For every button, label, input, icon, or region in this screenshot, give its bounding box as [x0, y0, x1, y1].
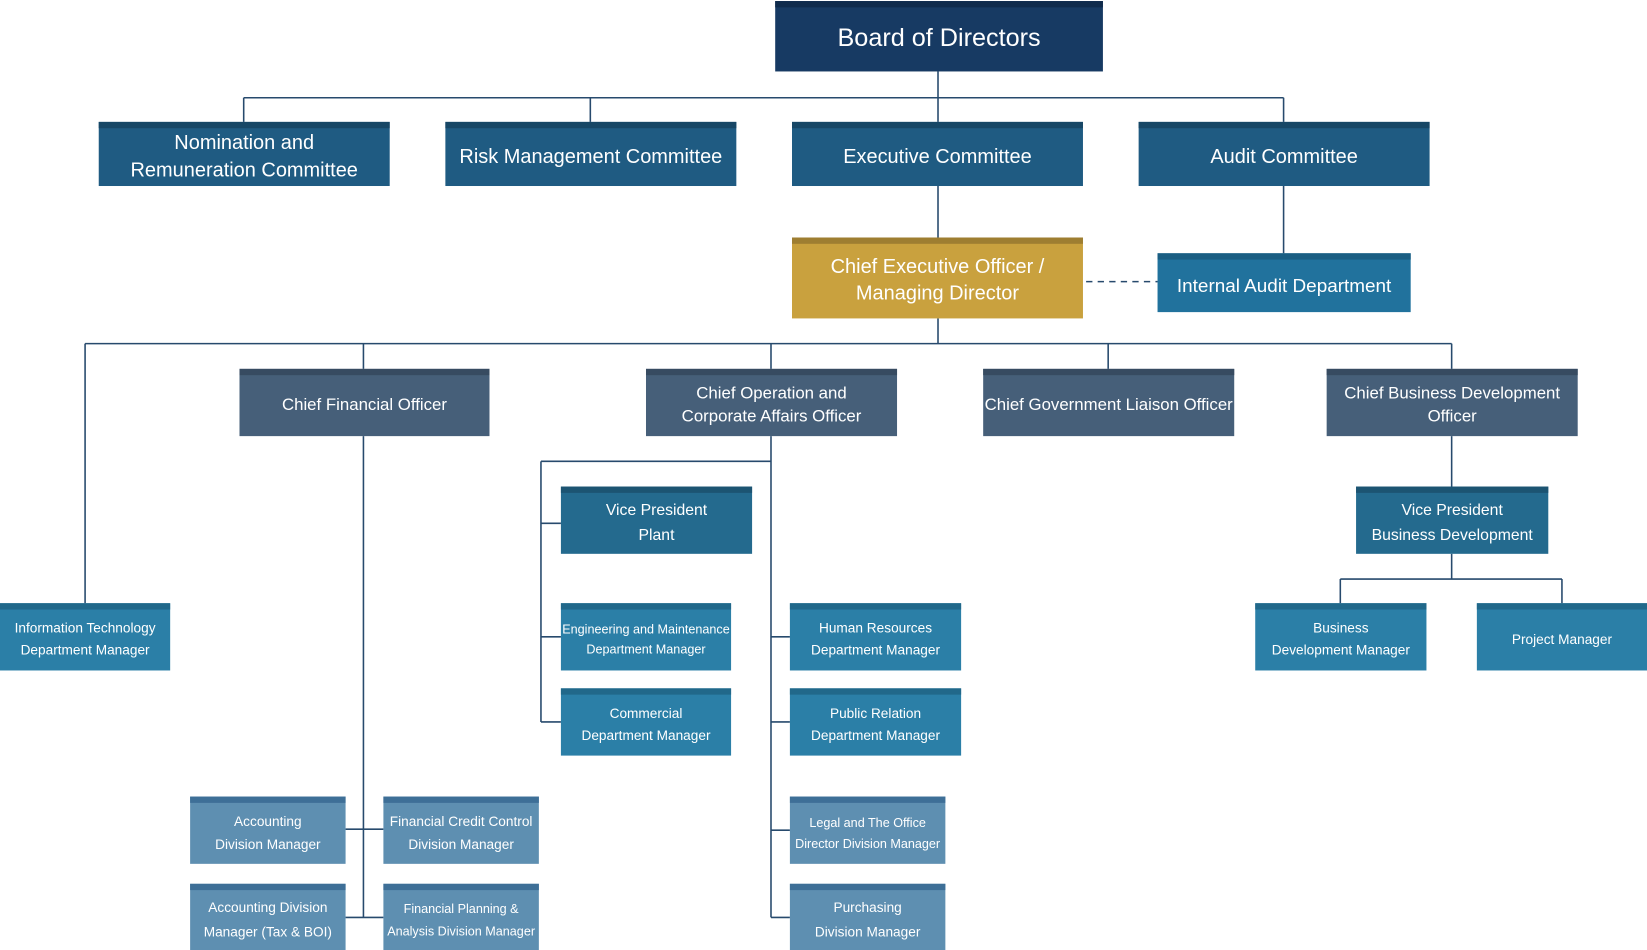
executive-committee-label: Executive Committee: [843, 145, 1032, 168]
engineering-maintenance-manager-line2: Department Manager: [586, 642, 706, 657]
purchasing-division-manager-line2: Division Manager: [814, 923, 921, 939]
purchasing-division-manager-line1: Purchasing: [833, 899, 902, 916]
accounting-tax-boi-manager-line2: Manager (Tax & BOI): [203, 923, 332, 939]
public-relation-manager-line2: Department Manager: [810, 727, 941, 743]
commercial-department-manager-line1: Commercial: [609, 705, 683, 722]
chief-business-development-officer-box: Chief Business Development Officer: [1326, 368, 1578, 437]
vice-president-business-development-line1: Vice President: [1401, 501, 1503, 520]
human-resources-manager-line1: Human Resources: [818, 620, 933, 637]
project-manager-box: Project Manager: [1476, 603, 1647, 671]
accounting-division-manager-line1: Accounting: [234, 813, 302, 830]
vice-president-plant-line1: Vice President: [605, 501, 708, 520]
chief-operation-officer-line1: Chief Operation and: [696, 385, 847, 403]
internal-audit-department-label: Internal Audit Department: [1176, 275, 1392, 297]
legal-office-director-manager-line2: Director Division Manager: [795, 836, 941, 852]
financial-credit-control-manager-line2: Division Manager: [408, 836, 514, 853]
public-relation-manager-line1: Public Relation: [829, 705, 922, 722]
project-manager-label: Project Manager: [1511, 631, 1613, 647]
accounting-division-manager-line2: Division Manager: [215, 836, 321, 853]
it-department-manager-line2: Department Manager: [20, 642, 150, 658]
financial-credit-control-manager-line1: Financial Credit Control: [389, 813, 533, 830]
ceo-line1: Chief Executive Officer /: [830, 256, 1045, 279]
vice-president-plant-line2: Plant: [638, 526, 675, 545]
business-development-manager-line1: Business: [1313, 620, 1369, 637]
financial-planning-analysis-manager-line1: Financial Planning &: [403, 901, 519, 917]
legal-office-director-manager-line1: Legal and The Office: [809, 815, 926, 830]
risk-management-committee-label: Risk Management Committee: [459, 145, 723, 168]
audit-committee-label: Audit Committee: [1210, 145, 1358, 168]
ceo-line2: Managing Director: [855, 282, 1020, 305]
chief-financial-officer-box: Chief Financial Officer: [239, 368, 490, 437]
chief-financial-officer-label: Chief Financial Officer: [281, 396, 447, 415]
ceo-box: Chief Executive Officer / Managing Direct…: [792, 237, 1083, 319]
financial-planning-analysis-manager-box: Financial Planning & Analysis Division Ma…: [383, 883, 539, 950]
audit-committee-box: Audit Committee: [1138, 121, 1430, 187]
engineering-maintenance-manager-line1: Engineering and Maintenance: [562, 621, 730, 637]
vice-president-business-development-line2: Business Development: [1371, 526, 1533, 545]
risk-management-committee-box: Risk Management Committee: [445, 121, 737, 187]
chief-government-liaison-officer-box: Chief Government Liaison Officer: [983, 368, 1235, 437]
executive-committee-box: Executive Committee: [792, 121, 1083, 187]
chief-business-development-officer-label: Chief Business Development Officer: [1344, 385, 1561, 426]
board-of-directors-label: Board of Directors: [837, 24, 1041, 53]
business-development-manager-line2: Development Manager: [1271, 642, 1410, 658]
nomination-committee-line1: Nomination and: [174, 132, 315, 155]
chief-government-liaison-officer-label: Chief Government Liaison Officer: [984, 396, 1233, 415]
internal-audit-department-box: Internal Audit Department: [1157, 253, 1411, 313]
commercial-department-manager-line2: Department Manager: [581, 727, 711, 743]
it-department-manager-line1: Information Technology: [14, 620, 156, 637]
accounting-tax-boi-manager-line1: Accounting Division: [208, 899, 328, 916]
chief-operation-officer-line2: Corporate Affairs Officer: [681, 407, 862, 426]
nomination-committee-line2: Remuneration Committee: [130, 159, 358, 182]
board-of-directors-box: Board of Directors: [775, 1, 1103, 72]
human-resources-manager-line2: Department Manager: [810, 642, 941, 658]
financial-planning-analysis-manager-line2: Analysis Division Manager: [387, 923, 536, 938]
